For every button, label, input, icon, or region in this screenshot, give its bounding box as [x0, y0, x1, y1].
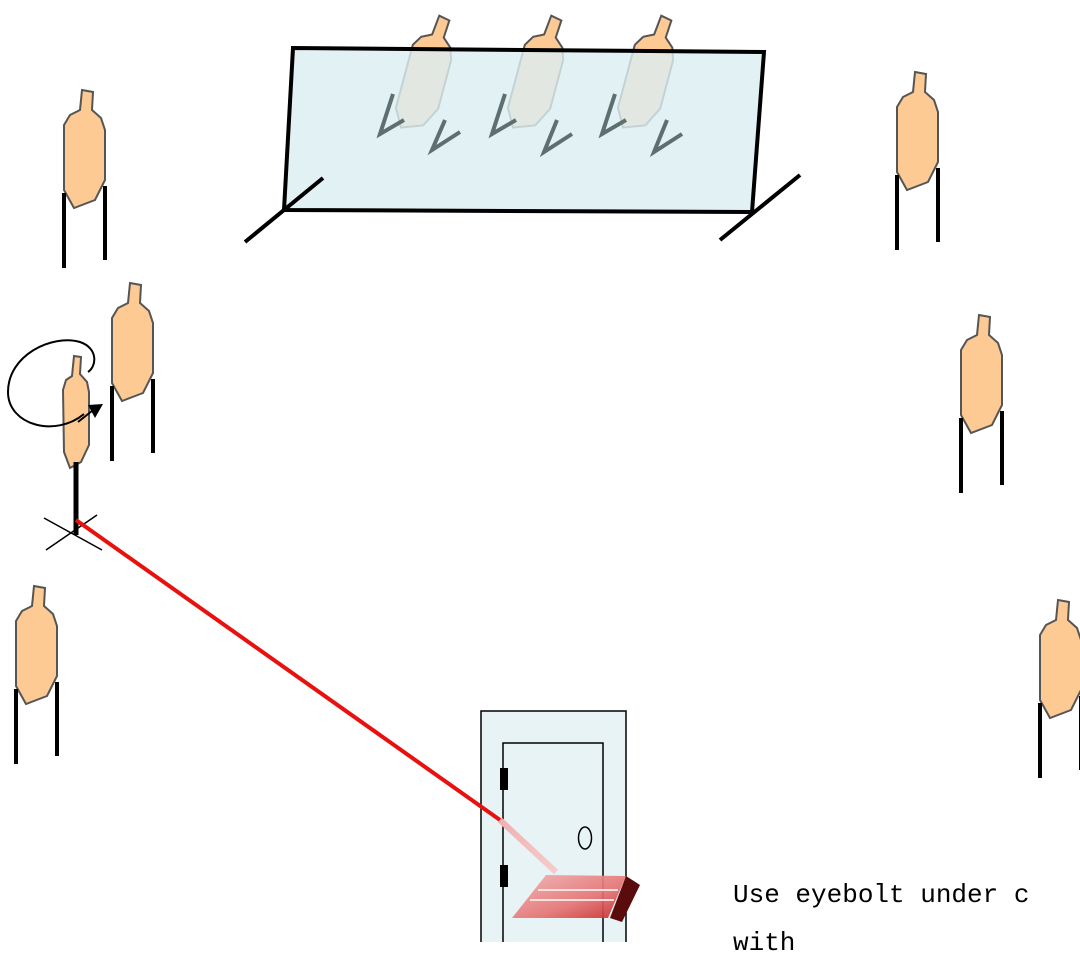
- target-right-mid: [959, 313, 1004, 495]
- window-target-legs: [376, 93, 684, 158]
- door-hinge-bottom: [500, 865, 508, 887]
- tripwire: [74, 518, 502, 822]
- target-left-bottom: [14, 584, 59, 766]
- annotation-line-2: with: [733, 928, 796, 958]
- window-glass: [281, 45, 767, 215]
- tripwire-faded: [497, 817, 559, 875]
- swinger-target: [43, 354, 103, 551]
- pressure-plate-icon: [512, 875, 640, 922]
- rotation-arrow-icon: [6, 339, 103, 428]
- window-stand-left: [243, 176, 325, 244]
- annotation-line-1: Use eyebolt under c: [733, 880, 1030, 910]
- target-left-top: [62, 88, 107, 270]
- window: [243, 14, 802, 244]
- door-knob-icon: [577, 826, 593, 850]
- target-right-bottom: [1038, 598, 1080, 780]
- window-stand-right: [718, 173, 802, 242]
- target-left-mid: [110, 281, 155, 463]
- target-right-top: [895, 70, 940, 252]
- door-hinge-top: [500, 768, 508, 790]
